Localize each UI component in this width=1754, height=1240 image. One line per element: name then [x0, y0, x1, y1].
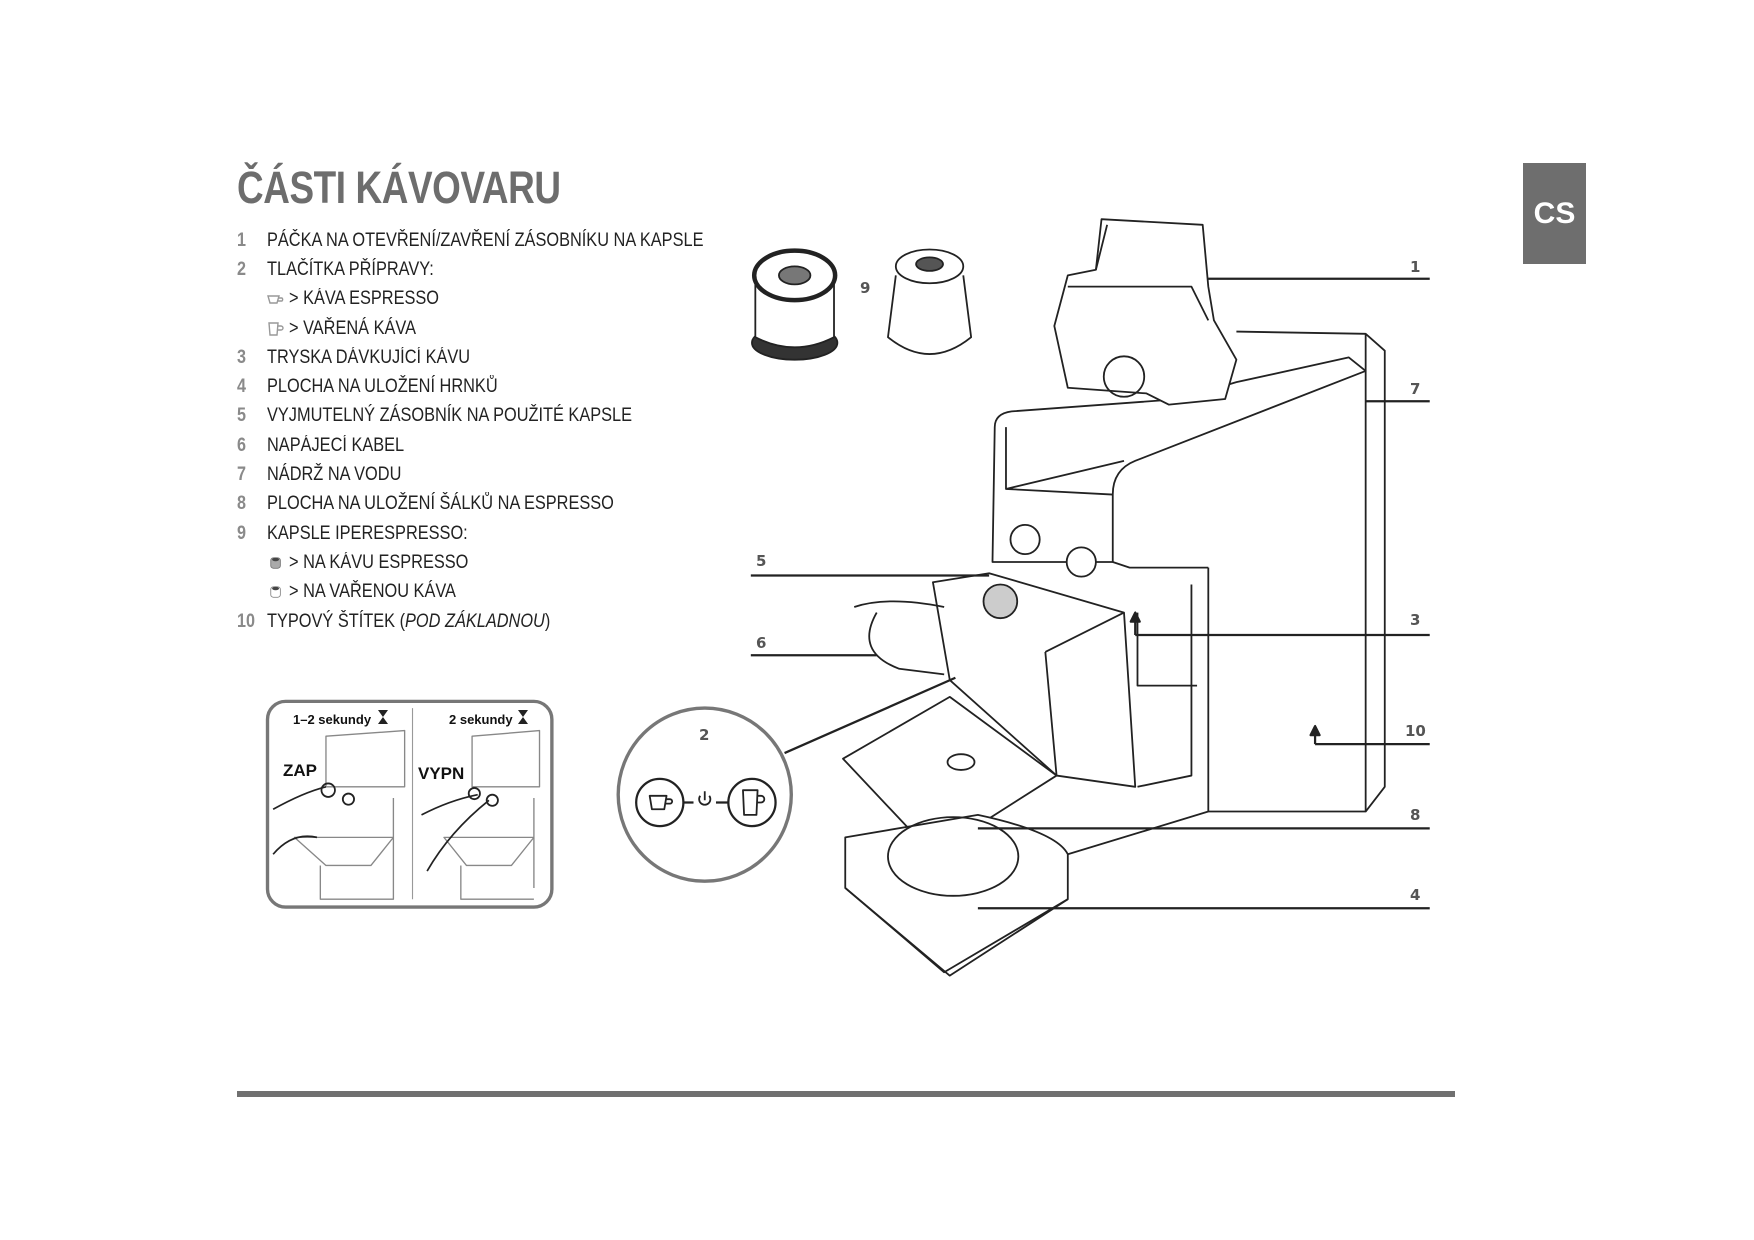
- espresso-cup-tray: [842, 695, 1058, 856]
- capsule-lever: [1053, 218, 1238, 406]
- mug-icon: [742, 789, 766, 816]
- inset-off-label: VYPN: [418, 764, 464, 783]
- item-text: > KÁVA ESPRESSO: [289, 288, 440, 310]
- item-text: TRYSKA DÁVKUJÍCÍ KÁVU: [267, 346, 471, 368]
- page-title: ČÁSTI KÁVOVARU: [237, 162, 561, 213]
- list-item: 6 NAPÁJECÍ KABEL: [237, 431, 775, 460]
- on-off-instruction-inset: [265, 699, 554, 909]
- item-number: 5: [237, 405, 246, 427]
- callout-4: 4: [1410, 886, 1420, 904]
- callout-7: 7: [1410, 380, 1420, 398]
- espresso-capsule-icon: [270, 557, 281, 569]
- item-text: > NA VAŘENOU KÁVA: [289, 581, 456, 603]
- hourglass-icon: [378, 710, 388, 724]
- item-text: > NA KÁVU ESPRESSO: [289, 551, 469, 573]
- inset-on-label: ZAP: [283, 761, 317, 780]
- espresso-button[interactable]: [1009, 524, 1041, 556]
- item-number: 8: [237, 493, 246, 515]
- inset-right-time: 2 sekundy: [449, 712, 513, 727]
- callout-8: 8: [1410, 806, 1420, 824]
- coffee-capsule-icon: [270, 586, 281, 598]
- parts-list: 1 PÁČKA NA OTEVŘENÍ/ZAVŘENÍ ZÁSOBNÍKU NA …: [237, 226, 775, 636]
- item-text: NAPÁJECÍ KABEL: [267, 434, 405, 456]
- item-number: 4: [237, 376, 246, 398]
- item-number: 10: [237, 610, 255, 632]
- list-item: > VAŘENÁ KÁVA: [237, 314, 775, 343]
- item-number: 7: [237, 464, 246, 486]
- item-number: 2: [237, 258, 246, 280]
- item-text: PÁČKA NA OTEVŘENÍ/ZAVŘENÍ ZÁSOBNÍKU NA K…: [267, 229, 704, 251]
- list-item: 10 TYPOVÝ ŠTÍTEK (POD ZÁKLADNOU): [237, 607, 775, 636]
- mug-icon: [268, 321, 284, 336]
- espresso-cup-icon: [648, 794, 674, 811]
- item-text: TYPOVÝ ŠTÍTEK (POD ZÁKLADNOU): [267, 611, 550, 633]
- coffee-button[interactable]: [1065, 546, 1097, 578]
- power-cable: [853, 600, 945, 676]
- list-item: 9 KAPSLE IPERESPRESSO:: [237, 519, 775, 548]
- item-text: VYJMUTELNÝ ZÁSOBNÍK NA POUŽITÉ KAPSLE: [267, 405, 633, 427]
- item-text-italic: POD ZÁKLADNOU: [405, 610, 545, 632]
- item-number: 3: [237, 346, 246, 368]
- buttons-detail-circle: [616, 706, 793, 883]
- machine-housing: [991, 356, 1367, 563]
- list-item: > KÁVA ESPRESSO: [237, 285, 775, 314]
- list-item: 7 NÁDRŽ NA VODU: [237, 460, 775, 489]
- callout-5: 5: [756, 552, 766, 570]
- list-item: 3 TRYSKA DÁVKUJÍCÍ KÁVU: [237, 343, 775, 372]
- callout-9: 9: [860, 279, 870, 297]
- espresso-capsule-illustration: [751, 248, 839, 361]
- item-text: NÁDRŽ NA VODU: [267, 464, 402, 486]
- item-text: TLAČÍTKA PŘÍPRAVY:: [267, 258, 434, 280]
- item-text: KAPSLE IPERESPRESSO:: [267, 522, 468, 544]
- list-item: 4 PLOCHA NA ULOŽENÍ HRNKŮ: [237, 372, 775, 401]
- list-item: 8 PLOCHA NA ULOŽENÍ ŠÁLKŮ NA ESPRESSO: [237, 490, 775, 519]
- item-number: 6: [237, 434, 246, 456]
- list-item: 2 TLAČÍTKA PŘÍPRAVY:: [237, 255, 775, 284]
- power-icon: [698, 791, 712, 806]
- callout-2: 2: [699, 726, 709, 744]
- callout-3: 3: [1410, 611, 1420, 629]
- callout-1: 1: [1410, 258, 1420, 276]
- callout-10: 10: [1405, 722, 1426, 740]
- language-tab: CS: [1523, 163, 1586, 264]
- list-item: > NA VAŘENOU KÁVA: [237, 578, 775, 607]
- item-text: > VAŘENÁ KÁVA: [289, 317, 416, 339]
- item-number: 9: [237, 522, 246, 544]
- inset-left-time: 1–2 sekundy: [293, 712, 372, 727]
- footer-divider: [237, 1091, 1455, 1097]
- item-text-after: ): [544, 610, 551, 632]
- list-item: > NA KÁVU ESPRESSO: [237, 548, 775, 577]
- coffee-capsule-illustration: [887, 248, 973, 355]
- espresso-cup-icon: [267, 295, 284, 304]
- item-text: PLOCHA NA ULOŽENÍ ŠÁLKŮ NA ESPRESSO: [267, 493, 614, 515]
- hourglass-icon: [518, 710, 528, 724]
- item-text-main: TYPOVÝ ŠTÍTEK (: [267, 610, 406, 632]
- item-text: PLOCHA NA ULOŽENÍ HRNKŮ: [267, 376, 498, 398]
- item-number: 1: [237, 229, 246, 251]
- list-item: 1 PÁČKA NA OTEVŘENÍ/ZAVŘENÍ ZÁSOBNÍKU NA …: [237, 226, 775, 255]
- callout-6: 6: [756, 634, 766, 652]
- list-item: 5 VYJMUTELNÝ ZÁSOBNÍK NA POUŽITÉ KAPSLE: [237, 402, 775, 431]
